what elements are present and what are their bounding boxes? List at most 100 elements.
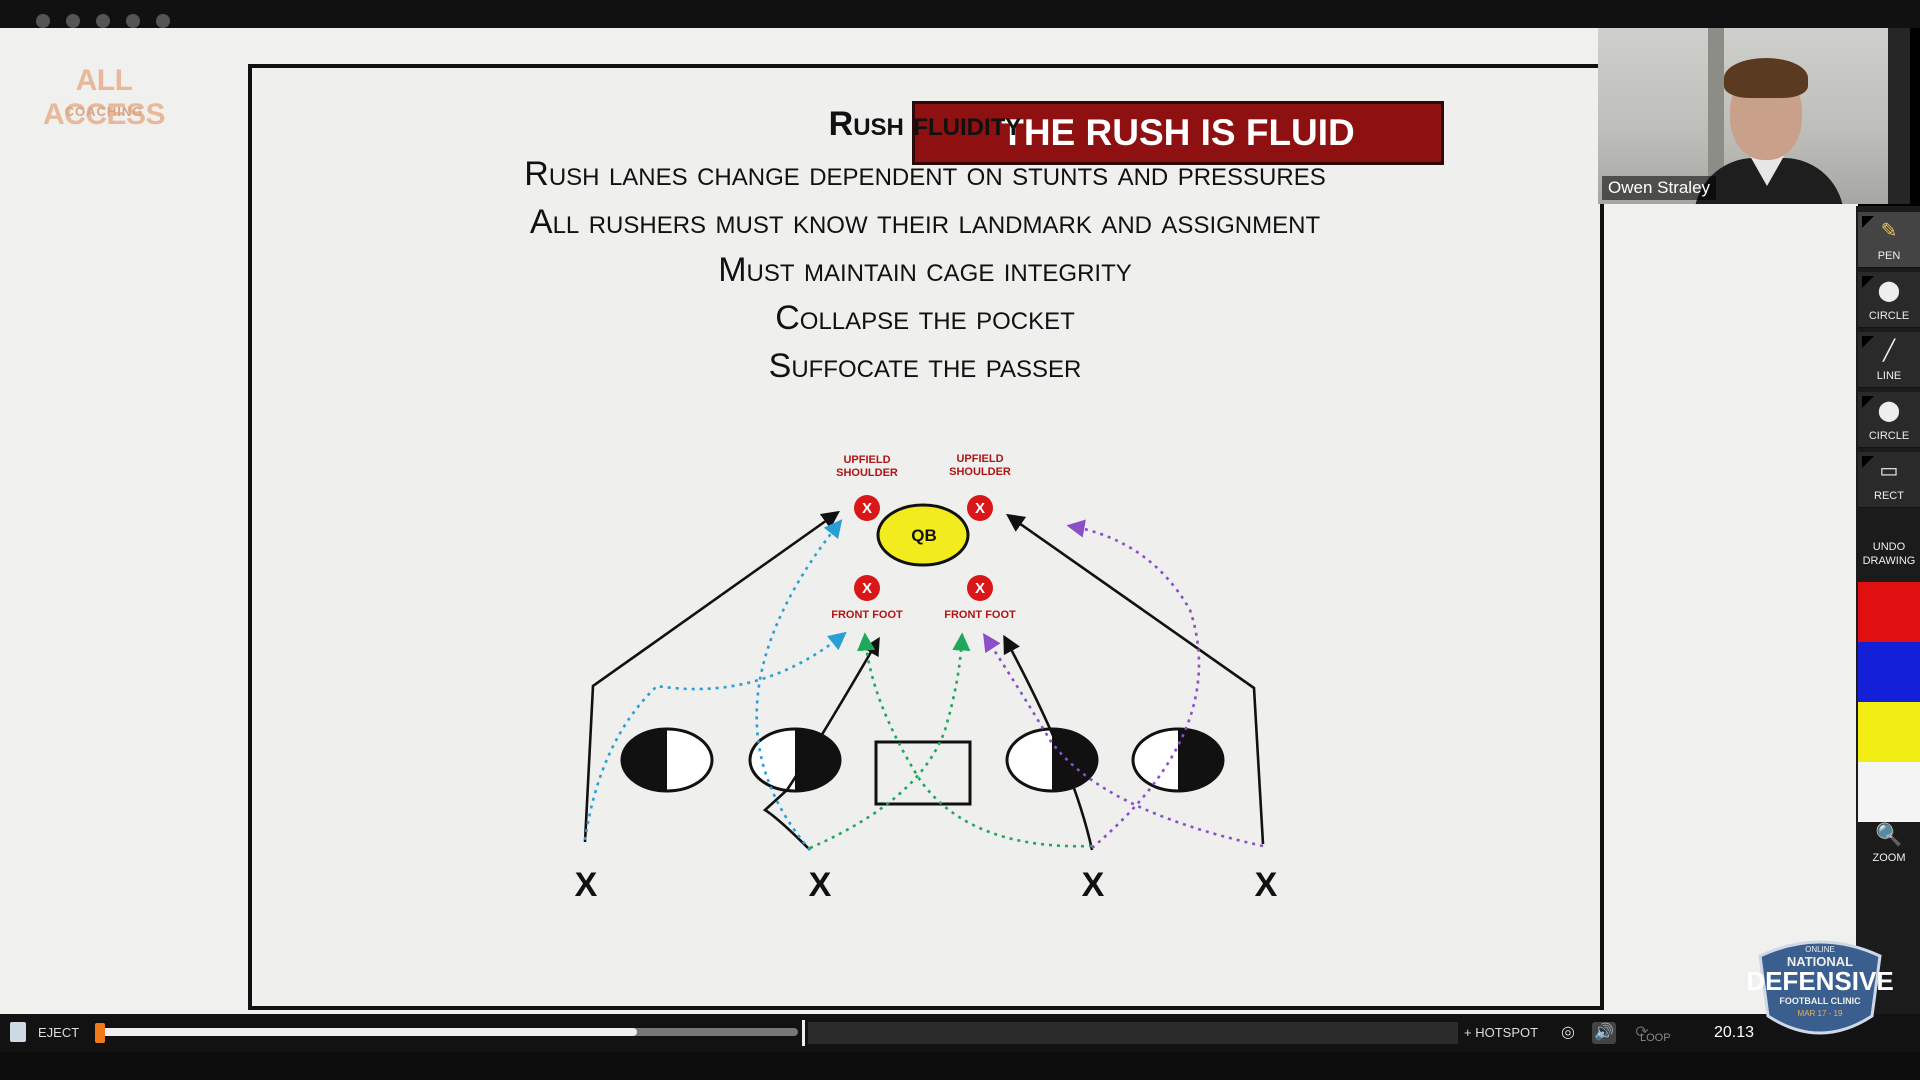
window-title-bar [0,0,1920,28]
line-icon: ╱ [1882,340,1896,362]
color-swatch-yellow[interactable] [1858,702,1920,762]
upfield-shoulder-label: SHOULDER [949,466,1011,478]
tool-label: CIRCLE [1868,310,1910,322]
presenter-hair [1724,58,1808,98]
qb-label: QB [911,526,937,545]
all-access-coaching-logo: ALL ACCESS COACHING [24,64,184,148]
rect-tool-button[interactable]: ▭ RECT [1858,452,1920,508]
undo-drawing-button[interactable]: UNDO DRAWING [1858,532,1920,576]
drawing-tool-panel: ✎ PEN ⬤ CIRCLE ╱ LINE ⬤ CIRCLE ▭ RECT UN… [1856,206,1920,1014]
rusher-x: X [809,866,832,904]
rusher-x: X [1082,866,1105,904]
color-corner-icon [1862,216,1874,228]
eject-icon[interactable] [10,1022,26,1042]
clinic-logo-national: NATIONAL [1787,954,1853,969]
clinic-logo-shield [1758,940,1882,1035]
window-control-icon[interactable] [36,14,50,28]
clinic-logo-defensive: DEFENSIVE [1746,966,1893,996]
eject-button[interactable]: EJECT [38,1025,80,1040]
slide-bullet: Must maintain cage integrity [718,251,1132,289]
color-corner-icon [1862,396,1874,408]
clinic-logo-sub: FOOTBALL CLINIC [1779,996,1861,1006]
circle-icon: ⬤ [1877,280,1901,302]
clinic-logo-dates: MAR 17 - 19 [1798,1009,1843,1018]
slide-bullet: All rushers must know their landmark and… [529,203,1321,241]
target-mark: X [862,500,872,517]
timecode-display: 20.13 [1714,1024,1755,1041]
pen-tool-button[interactable]: ✎ PEN [1858,212,1920,268]
tool-label: PEN [1877,250,1901,262]
bottom-strip [0,1052,1920,1080]
lineman-left-guard-fill [795,729,840,791]
eye-icon[interactable]: ◎ [1561,1024,1575,1041]
zoom-button[interactable]: 🔍 ZOOM [1858,816,1920,876]
tool-label: CIRCLE [1868,430,1910,442]
logo-sub-text: COACHING [64,104,144,119]
upfield-shoulder-label: UPFIELD [956,453,1003,465]
slide-subtitle: Rush fluidity [828,105,1022,143]
playback-track[interactable] [98,1028,798,1036]
rush-path-black [583,510,840,843]
scrub-handle[interactable] [95,1023,105,1043]
filled-circle-tool-button[interactable]: ⬤ CIRCLE [1858,392,1920,448]
slide-bullet: Rush lanes change dependent on stunts an… [524,155,1326,193]
stunt-path-green [857,632,1093,848]
rect-icon: ▭ [1879,460,1899,482]
rush-path-black [1003,634,1094,851]
settings-icon[interactable] [156,14,170,28]
qb-ellipse [876,503,970,567]
undo-label: DRAWING [1862,555,1916,567]
player-control-bar: EJECT + HOTSPOT ◎ 🔊 ⟳ LOOP 20.13 [0,1014,1920,1052]
playhead-marker[interactable] [802,1020,805,1046]
participant-name: Owen Straley [1602,176,1717,200]
rush-path-black [762,636,880,851]
color-swatch-red[interactable] [1858,582,1920,642]
color-corner-icon [1862,456,1874,468]
pen-icon: ✎ [1880,220,1898,242]
target-mark: X [862,580,872,597]
upfield-shoulder-target [967,495,993,521]
front-foot-label: FRONT FOOT [831,609,903,621]
volume-icon[interactable]: 🔊 [1592,1022,1616,1044]
rusher-x: X [575,866,598,904]
tool-label: RECT [1874,490,1904,502]
playback-fill [98,1028,637,1036]
slide-bullet: Suffocate the passer [768,347,1082,385]
target-mark: X [975,580,985,597]
stunt-path-blue [755,519,843,851]
front-foot-label: FRONT FOOT [944,609,1016,621]
edit-tool-icon[interactable] [126,14,140,28]
front-foot-target [967,575,993,601]
window-control-icon[interactable] [66,14,80,28]
center-square [874,740,972,806]
window-controls [36,14,170,28]
logo-main-text: ALL ACCESS [42,64,166,131]
line-tool-button[interactable]: ╱ LINE [1858,332,1920,388]
circle-tool-button[interactable]: ⬤ CIRCLE [1858,272,1920,328]
timeline-region[interactable] [808,1022,1458,1044]
hotspot-button[interactable]: + HOTSPOT [1464,1025,1539,1040]
color-swatch-white[interactable] [1858,762,1920,822]
circle-icon: ⬤ [1877,400,1901,422]
rush-path-black [1006,513,1265,845]
upfield-shoulder-target [854,495,880,521]
slide-title: THE RUSH IS FLUID [912,101,1444,165]
webcam-video-tile[interactable]: Owen Straley [1598,28,1910,204]
stunt-path-purple [983,632,1264,848]
zoom-label: ZOOM [1872,852,1906,864]
lineman-right-tackle-fill [1178,729,1223,791]
stunt-path-green [809,632,971,850]
tool-label: LINE [1876,370,1902,382]
rush-lanes-diagram: UPFIELD SHOULDER UPFIELD SHOULDER QB X X… [575,453,1278,904]
pen-tool-icon[interactable] [96,14,110,28]
color-swatch-blue[interactable] [1858,642,1920,702]
national-defensive-clinic-logo: ONLINE NATIONAL DEFENSIVE FOOTBALL CLINI… [1746,940,1894,1035]
color-corner-icon [1862,336,1874,348]
color-corner-icon [1862,276,1874,288]
clinic-logo-online: ONLINE [1805,945,1835,954]
loop-icon[interactable]: ⟳ [1635,1024,1649,1041]
rusher-x: X [1255,866,1278,904]
upfield-shoulder-label: SHOULDER [836,467,898,479]
upfield-shoulder-label: UPFIELD [843,454,890,466]
zoom-icon: 🔍 [1875,822,1903,847]
